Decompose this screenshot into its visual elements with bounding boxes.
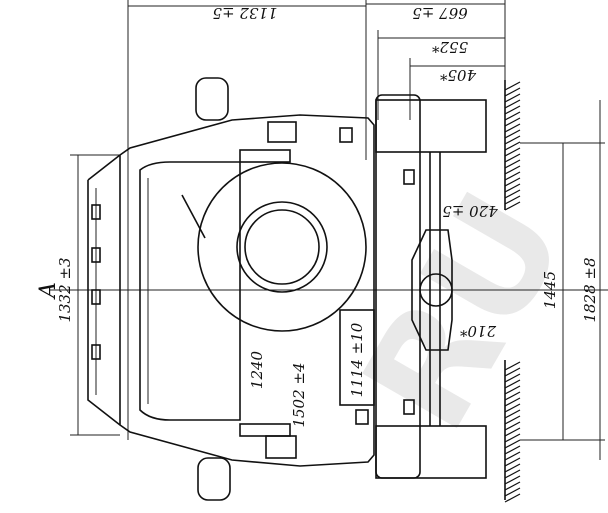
hatch-mark <box>504 165 521 175</box>
cab-body <box>87 114 375 467</box>
hatch-mark <box>504 385 521 395</box>
hatch-mark <box>504 421 521 431</box>
license-plate <box>339 309 375 406</box>
dim-height-1240: 1240 <box>248 350 266 389</box>
hatch-mark <box>504 439 521 449</box>
view-label: A <box>36 282 61 300</box>
hatch-mark <box>504 93 521 103</box>
spare-wheel <box>197 162 367 332</box>
rear-window <box>139 161 241 421</box>
hatch-mark <box>504 195 521 205</box>
hatch-mark <box>504 87 521 97</box>
hatch-mark <box>504 99 521 109</box>
hatch-mark <box>504 159 521 169</box>
hatch-mark <box>504 129 521 139</box>
hatch-mark <box>504 147 521 157</box>
hatch-mark <box>504 457 521 467</box>
dim-top-right: 667 ±5 <box>412 4 468 22</box>
dim-height-1332: 1332 ±3 <box>56 257 74 322</box>
hatch-mark <box>504 481 521 491</box>
left-height-dimension <box>70 154 120 436</box>
hatch-mark <box>504 81 521 91</box>
mirror-bottom <box>197 457 231 501</box>
hatch-mark <box>504 487 521 497</box>
hatch-mark <box>504 141 521 151</box>
hatch-mark <box>504 177 521 187</box>
dim-offset-405: 405* <box>439 66 477 84</box>
hatch-mark <box>504 153 521 163</box>
hatch-mark <box>504 445 521 455</box>
hatch-mark <box>504 135 521 145</box>
hatch-mark <box>504 171 521 181</box>
hatch-mark <box>504 391 521 401</box>
dim-axle-210: 210* <box>459 322 497 340</box>
hatch-mark <box>504 397 521 407</box>
hatch-mark <box>504 463 521 473</box>
hatch-mark <box>504 189 521 199</box>
hatch-mark <box>504 403 521 413</box>
dim-height-1114: 1114 ±10 <box>348 322 366 397</box>
hatch-mark <box>504 367 521 377</box>
top-dimension-lines <box>127 0 506 440</box>
hatch-mark <box>504 475 521 485</box>
hatch-mark <box>504 379 521 389</box>
ground-hatch <box>504 80 521 503</box>
hatch-mark <box>504 451 521 461</box>
hinges <box>239 121 369 459</box>
dim-height-1502: 1502 ±4 <box>290 362 308 427</box>
hatch-mark <box>504 433 521 443</box>
hatch-mark <box>504 373 521 383</box>
dim-top-width: 1132 ±5 <box>212 4 277 22</box>
hatch-mark <box>504 123 521 133</box>
hatch-mark <box>504 469 521 479</box>
hatch-mark <box>504 105 521 115</box>
dim-height-1828: 1828 ±8 <box>581 257 599 322</box>
right-height-dimensions <box>520 100 605 460</box>
dim-height-1445: 1445 <box>541 271 559 309</box>
hatch-mark <box>504 201 521 211</box>
hatch-mark <box>504 111 521 121</box>
hatch-mark <box>504 183 521 193</box>
hatch-mark <box>504 415 521 425</box>
hatch-mark <box>504 493 521 503</box>
mirror-top <box>195 77 229 121</box>
hatch-mark <box>504 361 521 371</box>
hatch-mark <box>504 117 521 127</box>
dim-axle-420: 420 ±5 <box>442 202 499 220</box>
hatch-mark <box>504 409 521 419</box>
dim-offset-552: 552* <box>431 38 468 56</box>
rear-axle <box>375 94 487 479</box>
hatch-mark <box>504 427 521 437</box>
